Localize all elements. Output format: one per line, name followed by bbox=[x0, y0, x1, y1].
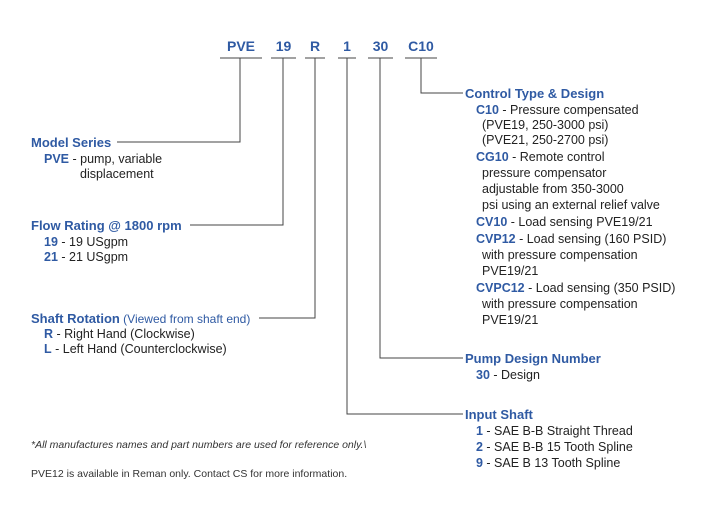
control-cvpc12-line3: PVE19/21 bbox=[482, 313, 539, 327]
control-c10: C10 - Pressure compensated bbox=[476, 103, 639, 118]
control-c10-line3: (PVE21, 250-2700 psi) bbox=[482, 133, 609, 147]
pump-design-desc: - Design bbox=[489, 368, 540, 382]
shaft-rotation-title-text: Shaft Rotation bbox=[31, 311, 120, 326]
leader-input-shaft bbox=[346, 58, 463, 415]
control-cvp12: CVP12 - Load sensing (160 PSID) bbox=[476, 232, 666, 247]
control-cvp12-line2: with pressure compensation bbox=[482, 248, 638, 262]
control-cvpc12-line2: with pressure compensation bbox=[482, 297, 638, 311]
control-cvp12-desc: - Load sensing (160 PSID) bbox=[515, 232, 667, 246]
shaft-rotation-item: R - Right Hand (Clockwise) bbox=[44, 327, 195, 342]
pump-design-item: 30 - Design bbox=[476, 368, 540, 383]
model-series-pve-desc: - pump, variable bbox=[69, 152, 163, 166]
pump-design-title: Pump Design Number bbox=[465, 351, 601, 366]
reman-note: PVE12 is available in Reman only. Contac… bbox=[31, 468, 348, 480]
pump-design-key: 30 bbox=[476, 368, 490, 382]
input-shaft-key: 1 bbox=[476, 424, 483, 438]
leader-pump-design bbox=[379, 58, 463, 359]
leader-control-type bbox=[420, 58, 463, 94]
control-cg10-desc: - Remote control bbox=[508, 150, 605, 164]
control-c10-desc: - Pressure compensated bbox=[498, 103, 639, 117]
control-c10-key: C10 bbox=[476, 103, 499, 117]
control-cvpc12-key: CVPC12 bbox=[476, 281, 525, 295]
shaft-rotation-subtitle: (Viewed from shaft end) bbox=[119, 312, 251, 326]
input-shaft-desc: - SAE B-B 15 Tooth Spline bbox=[482, 440, 633, 454]
code-30: 30 bbox=[372, 38, 389, 54]
control-c10-line2: (PVE19, 250-3000 psi) bbox=[482, 118, 609, 132]
leader-flow-rating bbox=[190, 58, 284, 226]
shaft-rotation-key: L bbox=[44, 342, 52, 356]
shaft-rotation-desc: - Left Hand (Counterclockwise) bbox=[51, 342, 227, 356]
control-cg10-key: CG10 bbox=[476, 150, 509, 164]
input-shaft-item: 9 - SAE B 13 Tooth Spline bbox=[476, 456, 620, 471]
flow-rating-item: 19 - 19 USgpm bbox=[44, 235, 128, 250]
flow-rating-desc: - 19 USgpm bbox=[57, 235, 129, 249]
control-cg10-line2: pressure compensator bbox=[482, 166, 607, 180]
input-shaft-desc: - SAE B 13 Tooth Spline bbox=[482, 456, 621, 470]
control-cg10-line3: adjustable from 350-3000 bbox=[482, 182, 624, 196]
model-series-pve-desc2: displacement bbox=[80, 167, 154, 181]
control-type-title: Control Type & Design bbox=[465, 86, 605, 101]
reference-note: *All manufactures names and part numbers… bbox=[31, 439, 367, 451]
input-shaft-item: 2 - SAE B-B 15 Tooth Spline bbox=[476, 440, 633, 455]
leader-shaft-rotation bbox=[259, 58, 316, 319]
input-shaft-key: 9 bbox=[476, 456, 483, 470]
control-cg10: CG10 - Remote control bbox=[476, 150, 605, 165]
input-shaft-desc: - SAE B-B Straight Thread bbox=[482, 424, 633, 438]
flow-rating-key: 21 bbox=[44, 250, 58, 264]
flow-rating-title: Flow Rating @ 1800 rpm bbox=[31, 218, 182, 233]
input-shaft-item: 1 - SAE B-B Straight Thread bbox=[476, 424, 633, 439]
control-cv10: CV10 - Load sensing PVE19/21 bbox=[476, 215, 653, 230]
control-cg10-line4: psi using an external relief valve bbox=[482, 198, 660, 212]
code-r: R bbox=[309, 38, 321, 54]
control-cvpc12-desc: - Load sensing (350 PSID) bbox=[524, 281, 676, 295]
shaft-rotation-desc: - Right Hand (Clockwise) bbox=[53, 327, 195, 341]
control-cvpc12: CVPC12 - Load sensing (350 PSID) bbox=[476, 281, 675, 296]
leader-model-series bbox=[117, 58, 241, 143]
flow-rating-desc: - 21 USgpm bbox=[57, 250, 129, 264]
control-cv10-desc: - Load sensing PVE19/21 bbox=[507, 215, 653, 229]
model-series-title: Model Series bbox=[31, 135, 112, 150]
shaft-rotation-title: Shaft Rotation (Viewed from shaft end) bbox=[31, 311, 250, 327]
control-cvp12-key: CVP12 bbox=[476, 232, 516, 246]
input-shaft-key: 2 bbox=[476, 440, 483, 454]
control-cv10-key: CV10 bbox=[476, 215, 508, 229]
code-pve: PVE bbox=[226, 38, 255, 54]
input-shaft-title: Input Shaft bbox=[465, 407, 533, 422]
code-1: 1 bbox=[343, 38, 351, 54]
control-cvp12-line3: PVE19/21 bbox=[482, 264, 539, 278]
flow-rating-item: 21 - 21 USgpm bbox=[44, 250, 128, 265]
shaft-rotation-key: R bbox=[44, 327, 54, 341]
code-c10: C10 bbox=[408, 38, 434, 54]
flow-rating-key: 19 bbox=[44, 235, 58, 249]
model-series-pve: PVE - pump, variable bbox=[44, 152, 162, 167]
model-series-pve-key: PVE bbox=[44, 152, 70, 166]
code-19: 19 bbox=[275, 38, 292, 54]
shaft-rotation-item: L - Left Hand (Counterclockwise) bbox=[44, 342, 227, 357]
